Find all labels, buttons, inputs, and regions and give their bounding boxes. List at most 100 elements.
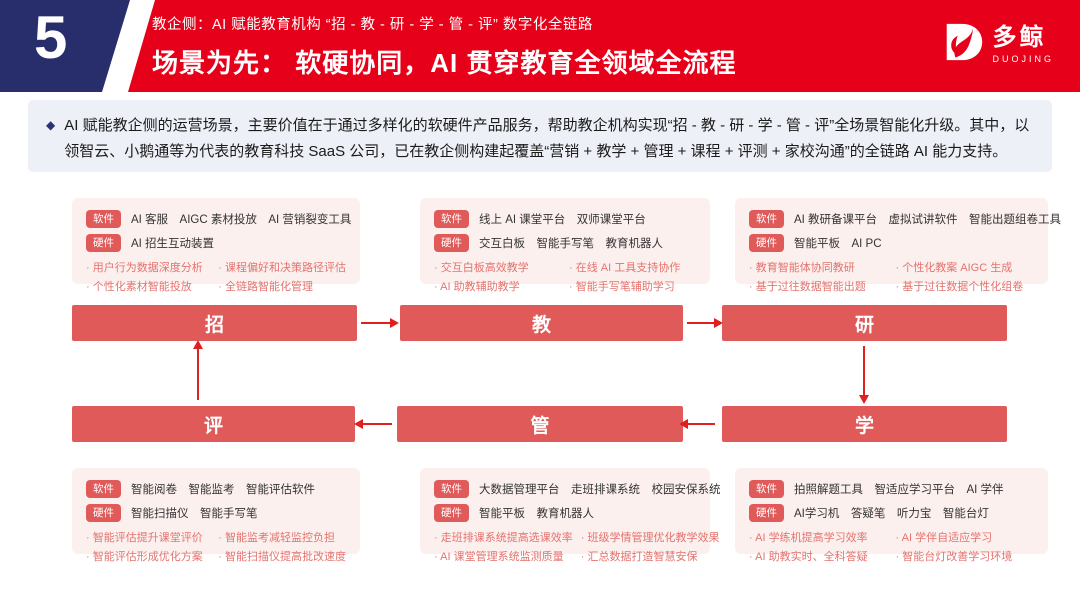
bullet-item: 智能评估提升课堂评价 (86, 529, 210, 545)
software-row: 软件 线上 AI 课堂平台 双师课堂平台 (434, 210, 696, 229)
bullet-item: 班级学情管理优化教学效果 (581, 529, 719, 545)
hardware-items: AI学习机 答疑笔 听力宝 智能台灯 (794, 508, 989, 521)
hardware-tag: 硬件 (434, 234, 469, 253)
software-row: 软件 拍照解题工具 智适应学习平台 AI 学伴 (749, 480, 1034, 499)
software-row: 软件 大数据管理平台 走班排课系统 校园安保系统 (434, 480, 721, 499)
banner-learn: 学 (722, 406, 1007, 442)
hardware-tag: 硬件 (86, 504, 121, 523)
bullet-list: 教育智能体协同教研 个性化教案 AIGC 生成 基于过往数据智能出题 基于过往数… (749, 259, 1034, 294)
bullet-item: 智能评估形成优化方案 (86, 548, 210, 564)
software-items: 拍照解题工具 智适应学习平台 AI 学伴 (794, 484, 1004, 497)
hardware-items: 智能扫描仪 智能手写笔 (131, 508, 258, 521)
bullet-list: 走班排课系统提高选课效率 班级学情管理优化教学效果 AI 课堂管理系统监测质量 … (434, 529, 719, 564)
bullet-list: 智能评估提升课堂评价 智能监考减轻监控负担 智能评估形成优化方案 智能扫描仪提高… (86, 529, 346, 564)
bullet-list: 交互白板高效教学 在线 AI 工具支持协作 AI 助教辅助教学 智能手写笔辅助学… (434, 259, 696, 294)
hardware-row: 硬件 交互白板 智能手写笔 教育机器人 (434, 234, 696, 253)
hardware-tag: 硬件 (434, 504, 469, 523)
bullet-item: AI 助教辅助教学 (434, 278, 561, 294)
banner-label: 招 (204, 314, 224, 336)
page-title: 场景为先： 软硬协同，AI 贯穿教育全领域全流程 (152, 48, 737, 78)
bullet-item: 交互白板高效教学 (434, 259, 561, 275)
arrow-evaluate-to-recruit-icon (193, 340, 203, 400)
software-tag: 软件 (749, 210, 784, 229)
bullet-item: 智能手写笔辅助学习 (569, 278, 696, 294)
hardware-row: 硬件 智能扫描仪 智能手写笔 (86, 504, 346, 523)
bullet-list: 用户行为数据深度分析 课程偏好和决策路径评估 个性化素材智能投放 全链路智能化管… (86, 259, 346, 294)
software-tag: 软件 (86, 480, 121, 499)
bullet-item: 智能台灯改善学习环境 (896, 548, 1035, 564)
stage-card-evaluate: 软件 智能阅卷 智能监考 智能评估软件 硬件 智能扫描仪 智能手写笔 智能评估提… (72, 468, 360, 563)
bullet-item: 个性化教案 AIGC 生成 (896, 259, 1035, 275)
diamond-bullet-icon: ◆ (46, 118, 56, 132)
stage-card-research: 软件 AI 教研备课平台 虚拟试讲软件 智能出题组卷工具 硬件 智能平板 AI … (735, 198, 1061, 293)
bullet-list: AI 学练机提高学习效率 AI 学伴自适应学习 AI 助教实时、全科答疑 智能台… (749, 529, 1034, 564)
stage-card-teach: 软件 线上 AI 课堂平台 双师课堂平台 硬件 交互白板 智能手写笔 教育机器人… (420, 198, 710, 293)
bullet-item: 用户行为数据深度分析 (86, 259, 210, 275)
software-items: 大数据管理平台 走班排课系统 校园安保系统 (479, 484, 721, 497)
bullet-item: 汇总数据打造智慧安保 (581, 548, 720, 564)
banner-evaluate: 评 (72, 406, 355, 442)
arrow-teach-to-research-icon (687, 318, 723, 328)
stage-card-recruit: 软件 AI 客服 AIGC 素材投放 AI 营销裂变工具 硬件 AI 招生互动装… (72, 198, 360, 293)
hardware-row: 硬件 智能平板 AI PC (749, 234, 1034, 253)
header-kicker: 教企侧：AI 赋能教育机构 “招 - 教 - 研 - 学 - 管 - 评” 数字… (152, 17, 593, 33)
software-tag: 软件 (434, 210, 469, 229)
bullet-item: 智能监考减轻监控负担 (218, 529, 346, 545)
header-text: 教企侧：AI 赋能教育机构 “招 - 教 - 研 - 学 - 管 - 评” 数字… (152, 13, 736, 80)
hardware-tag: 硬件 (749, 234, 784, 253)
logo-text: 多鲸 DUOJING (992, 24, 1055, 63)
banner-label: 教 (531, 314, 551, 336)
intro-panel: ◆ AI 赋能教企侧的运营场景，主要价值在于通过多样化的软硬件产品服务，帮助教企… (28, 100, 1052, 172)
arrow-recruit-to-teach-icon (361, 318, 399, 328)
hardware-items: 交互白板 智能手写笔 教育机器人 (479, 238, 663, 251)
bullet-item: 课程偏好和决策路径评估 (218, 259, 346, 275)
bullet-item: AI 学练机提高学习效率 (749, 529, 888, 545)
hardware-tag: 硬件 (86, 234, 121, 253)
software-tag: 软件 (749, 480, 784, 499)
stage-card-learn: 软件 拍照解题工具 智适应学习平台 AI 学伴 硬件 AI学习机 答疑笔 听力宝… (735, 468, 1048, 563)
banner-label: 研 (854, 314, 874, 336)
hardware-items: 智能平板 教育机器人 (479, 508, 594, 521)
duojing-whale-icon (944, 22, 984, 67)
banner-manage: 管 (397, 406, 683, 442)
hardware-row: 硬件 AI学习机 答疑笔 听力宝 智能台灯 (749, 504, 1034, 523)
hardware-items: 智能平板 AI PC (794, 238, 882, 251)
bullet-item: 在线 AI 工具支持协作 (569, 259, 696, 275)
software-tag: 软件 (434, 480, 469, 499)
arrow-manage-to-evaluate-icon (354, 419, 392, 429)
intro-text: AI 赋能教企侧的运营场景，主要价值在于通过多样化的软硬件产品服务，帮助教企机构… (64, 117, 1030, 160)
banner-label: 管 (530, 415, 550, 437)
logo: 多鲸 DUOJING (944, 22, 1055, 67)
hardware-row: 硬件 智能平板 教育机器人 (434, 504, 696, 523)
logo-name-cn: 多鲸 (992, 24, 1047, 52)
bullet-item: AI 课堂管理系统监测质量 (434, 548, 573, 564)
banner-teach: 教 (400, 305, 683, 341)
bullet-item: AI 学伴自适应学习 (896, 529, 1035, 545)
stage-card-manage: 软件 大数据管理平台 走班排课系统 校园安保系统 硬件 智能平板 教育机器人 走… (420, 468, 721, 563)
bullet-item: 基于过往数据智能出题 (749, 278, 888, 294)
banner-label: 评 (203, 415, 223, 437)
page-number: 5 (34, 4, 68, 71)
banner-recruit: 招 (72, 305, 357, 341)
software-tag: 软件 (86, 210, 121, 229)
software-row: 软件 AI 客服 AIGC 素材投放 AI 营销裂变工具 (86, 210, 351, 229)
header-red-band (128, 0, 1080, 92)
bullet-item: 基于过往数据个性化组卷 (896, 278, 1035, 294)
software-items: AI 教研备课平台 虚拟试讲软件 智能出题组卷工具 (794, 214, 1062, 227)
hardware-row: 硬件 AI 招生互动装置 (86, 234, 346, 253)
bullet-item: 全链路智能化管理 (218, 278, 346, 294)
software-row: 软件 智能阅卷 智能监考 智能评估软件 (86, 480, 346, 499)
software-items: AI 客服 AIGC 素材投放 AI 营销裂变工具 (131, 214, 352, 227)
banner-research: 研 (722, 305, 1007, 341)
bullet-item: 走班排课系统提高选课效率 (434, 529, 573, 545)
bullet-item: 个性化素材智能投放 (86, 278, 210, 294)
header: 5 教企侧：AI 赋能教育机构 “招 - 教 - 研 - 学 - 管 - 评” … (0, 0, 1080, 92)
arrow-research-to-learn-icon (859, 346, 869, 404)
bullet-item: 智能扫描仪提高批改速度 (218, 548, 346, 564)
arrow-learn-to-manage-icon (679, 419, 715, 429)
bullet-item: 教育智能体协同教研 (749, 259, 888, 275)
bullet-item: AI 助教实时、全科答疑 (749, 548, 888, 564)
software-items: 线上 AI 课堂平台 双师课堂平台 (479, 214, 646, 227)
hardware-items: AI 招生互动装置 (131, 238, 215, 251)
